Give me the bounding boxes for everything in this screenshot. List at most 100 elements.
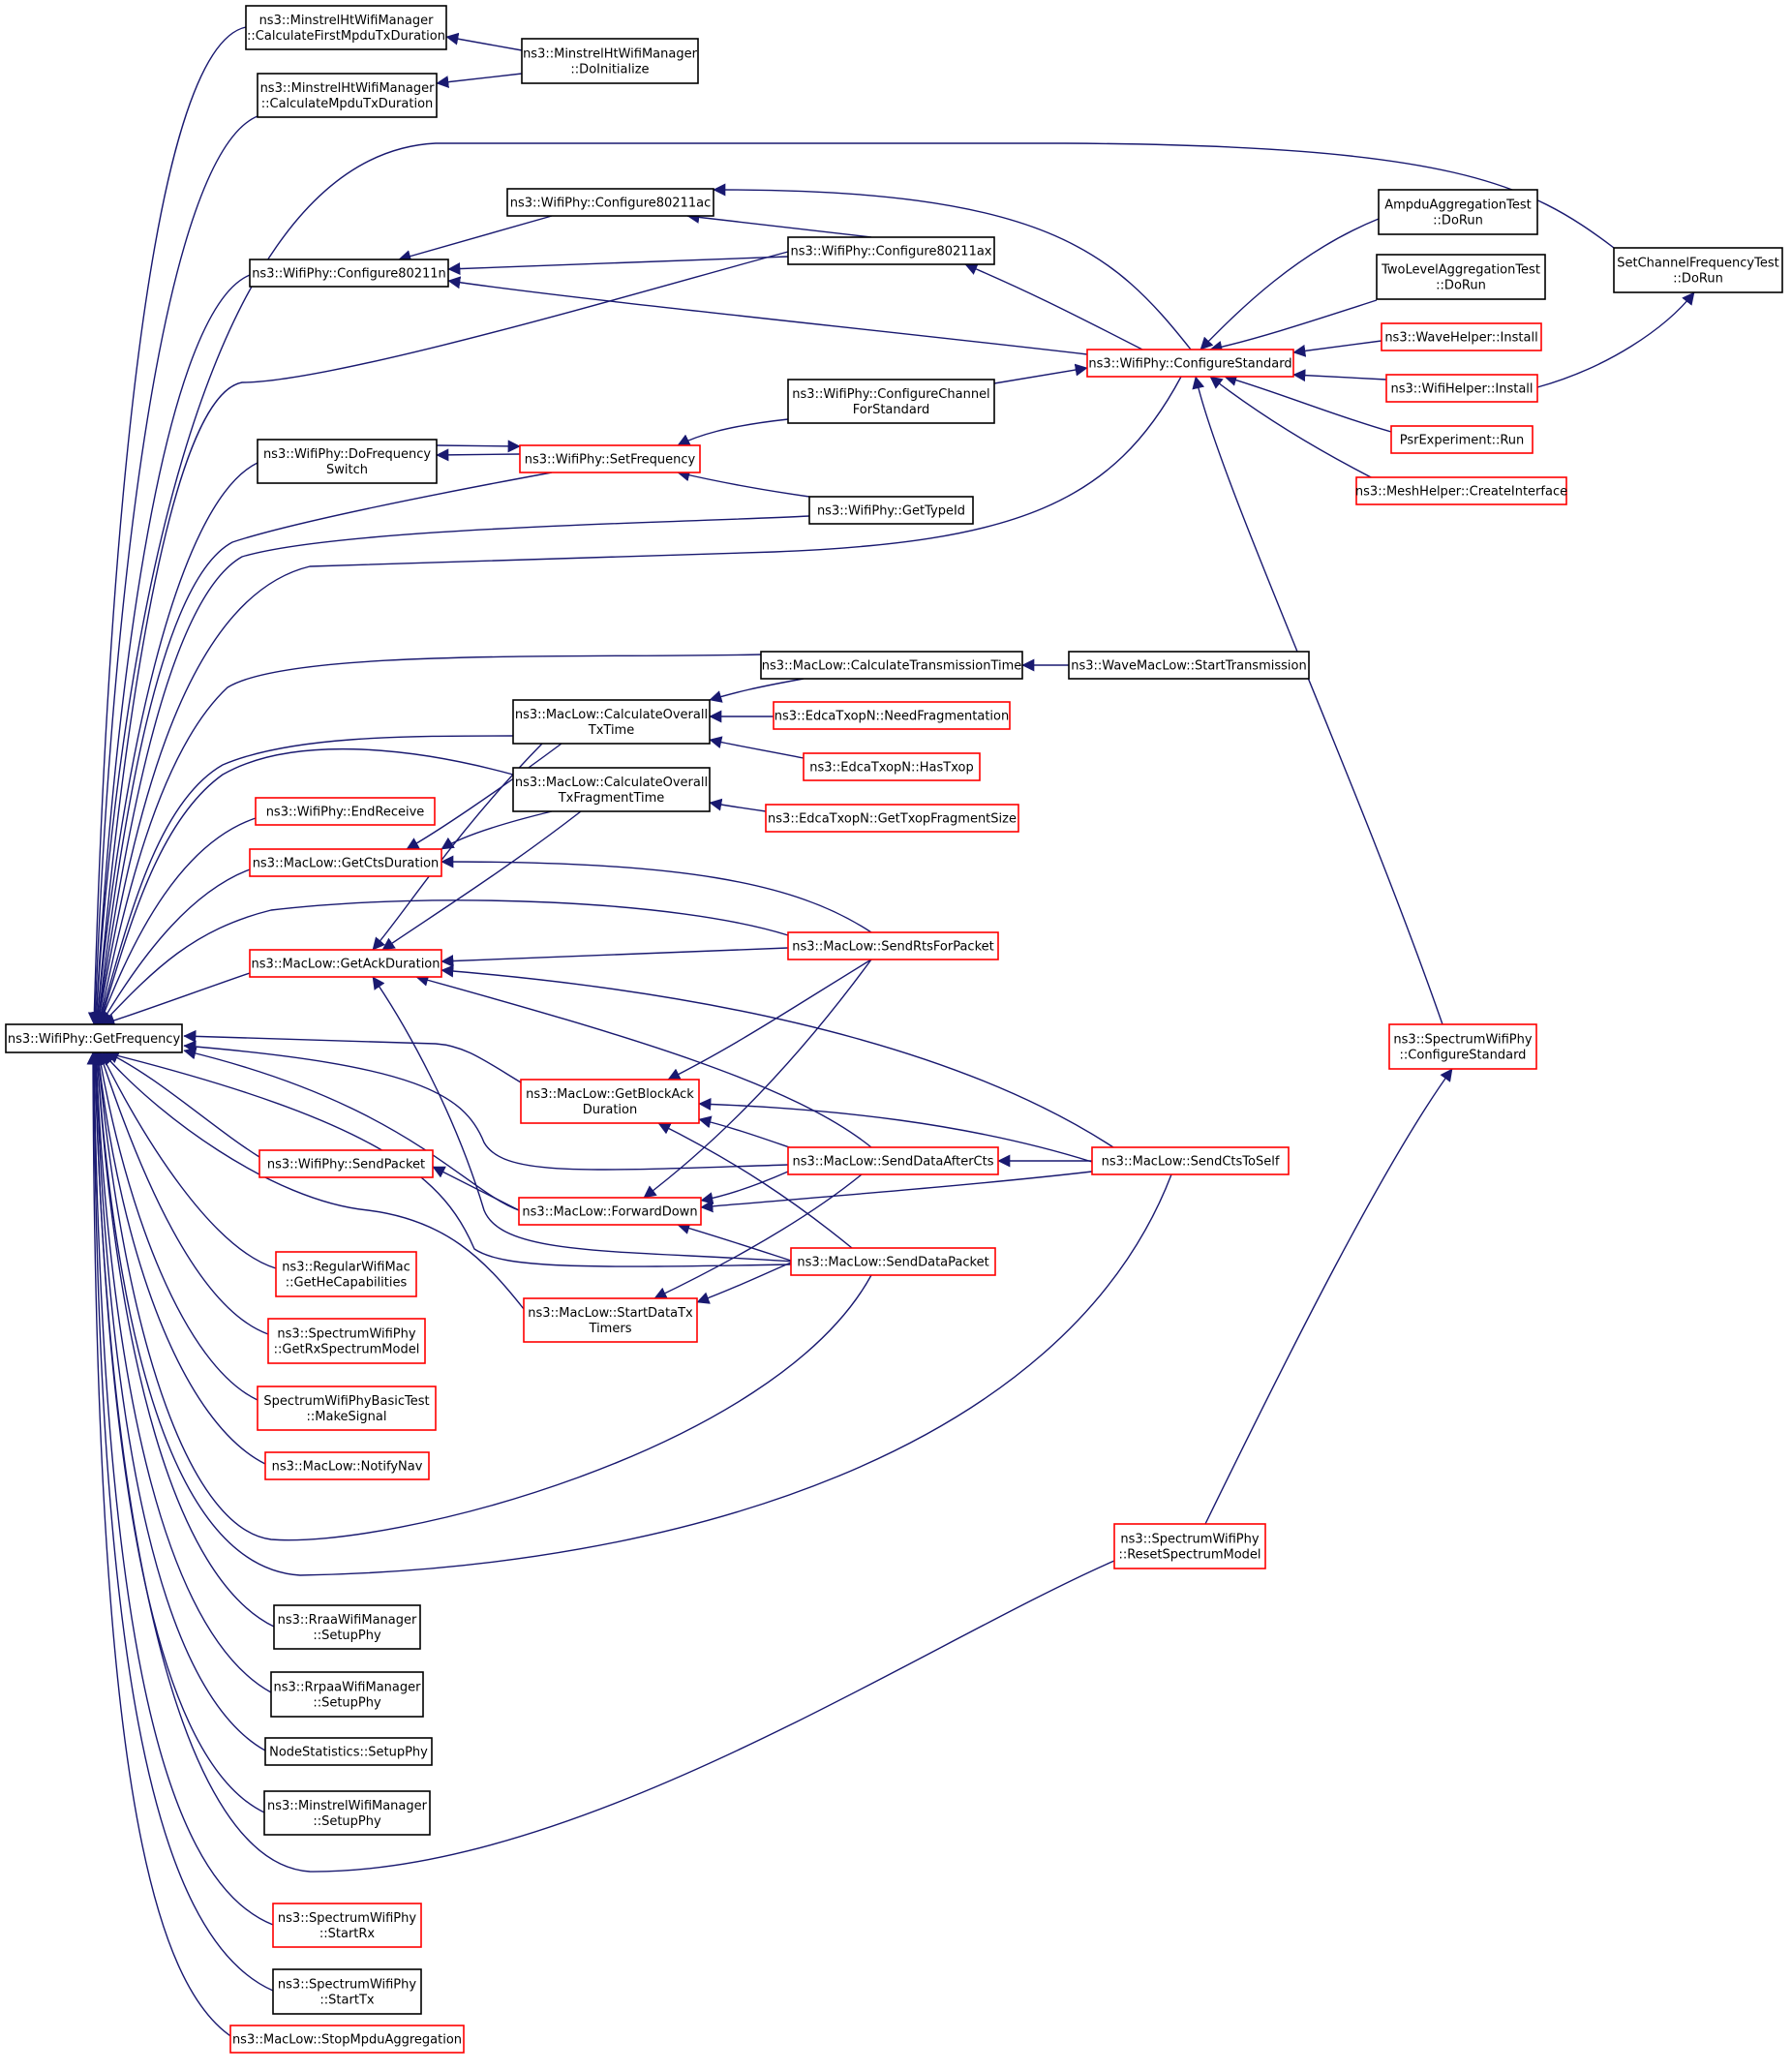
edge-line [667, 959, 872, 1081]
node-box [275, 1251, 417, 1297]
graph-node-send-cts-to-self[interactable]: ns3::MacLow::SendCtsToSelf [1091, 1146, 1290, 1175]
edge-getAck-to-root [102, 972, 251, 1027]
edge-line [709, 798, 767, 812]
node-label-line: ns3::WifiPhy::SendPacket [267, 1158, 425, 1173]
node-label-line: ns3::SpectrumWifiPhy [277, 1327, 415, 1342]
graph-node-need-frag[interactable]: ns3::EdcaTxopN::NeedFragmentation [773, 701, 1011, 730]
edge-line [86, 1051, 243, 2044]
edge-line [677, 1222, 792, 1262]
graph-node-get-rx-spectrum[interactable]: ns3::SpectrumWifiPhy::GetRxSpectrumModel [267, 1318, 426, 1364]
node-box [1385, 374, 1538, 403]
graph-node-mesh-create[interactable]: ns3::MeshHelper::CreateInterface [1355, 476, 1567, 505]
graph-node-cfg-channel[interactable]: ns3::WifiPhy::ConfigureChannelForStandar… [787, 379, 995, 424]
node-box [506, 188, 714, 217]
edge-sendRts-to-getAck [440, 947, 789, 968]
graph-node-spec-start-rx[interactable]: ns3::SpectrumWifiPhy::StartRx [272, 1903, 422, 1948]
edge-getTypeId-to-setFreq [677, 469, 810, 498]
edge-line [698, 1097, 1093, 1163]
graph-node-get-cts[interactable]: ns3::MacLow::GetCtsDuration [249, 848, 442, 877]
graph-node-make-signal[interactable]: SpectrumWifiPhyBasicTest::MakeSignal [257, 1386, 437, 1431]
edge-cfg80211ax-to-cfg80211ac [686, 210, 872, 238]
graph-node-cfg80211ax[interactable]: ns3::WifiPhy::Configure80211ax [787, 236, 995, 265]
graph-node-wave-install[interactable]: ns3::WaveHelper::Install [1381, 322, 1542, 351]
node-box [257, 439, 438, 484]
edge-line [102, 972, 251, 1027]
node-label-line: ns3::MacLow::SendDataPacket [797, 1256, 988, 1270]
graph-node-ampdu-test[interactable]: AmpduAggregationTest::DoRun [1378, 189, 1538, 235]
graph-node-mh-do-init[interactable]: ns3::MinstrelHtWifiManager::DoInitialize [521, 38, 699, 84]
edge-resetSpectrum-to-spectrumCfgStd [1204, 1068, 1453, 1525]
edge-line [93, 515, 810, 1025]
node-label-line: Duration [583, 1103, 637, 1117]
graph-node-cfg80211n[interactable]: ns3::WifiPhy::Configure80211n [249, 259, 449, 288]
edge-line [93, 376, 1182, 1025]
edge-cfg80211ax-to-root [91, 251, 789, 1025]
edge-line [104, 1049, 792, 1267]
graph-node-send-data-packet[interactable]: ns3::MacLow::SendDataPacket [790, 1247, 996, 1276]
node-box [272, 1903, 422, 1948]
node-label-line: TwoLevelAggregationTest [1381, 263, 1540, 278]
edge-sendDataAfterCts-to-root [183, 1040, 789, 1171]
graph-node-wave-start-tx[interactable]: ns3::WaveMacLow::StartTransmission [1068, 651, 1310, 680]
graph-node-send-rts[interactable]: ns3::MacLow::SendRtsForPacket [787, 931, 999, 960]
graph-node-notify-nav[interactable]: ns3::MacLow::NotifyNav [264, 1451, 430, 1480]
graph-node-spectrum-cfg-std[interactable]: ns3::SpectrumWifiPhy::ConfigureStandard [1388, 1023, 1537, 1070]
edge-resetSpectrum-to-root [88, 1051, 1115, 1873]
graph-node-scf-test[interactable]: SetChannelFrequencyTest::DoRun [1613, 247, 1783, 293]
edge-rraaSetup-to-root [91, 1051, 275, 1628]
graph-node-minstrel-setup[interactable]: ns3::MinstrelWifiManager::SetupPhy [263, 1790, 431, 1836]
graph-node-forward-down[interactable]: ns3::MacLow::ForwardDown [518, 1197, 702, 1226]
graph-node-rrpaa-setup[interactable]: ns3::RrpaaWifiManager::SetupPhy [270, 1671, 424, 1718]
graph-node-calc-overall-frag[interactable]: ns3::MacLow::CalculateOverallTxFragmentT… [512, 767, 711, 812]
node-box [760, 651, 1023, 680]
graph-node-mh-calc-mpdu[interactable]: ns3::MinstrelHtWifiManager::CalculateMpd… [257, 73, 438, 118]
edge-sendRts-to-getCts [440, 855, 872, 933]
graph-node-end-receive[interactable]: ns3::WifiPhy::EndReceive [255, 797, 436, 826]
graph-node-cfg80211ac[interactable]: ns3::WifiPhy::Configure80211ac [506, 188, 714, 217]
edge-line [709, 736, 805, 759]
graph-node-send-data-after-cts[interactable]: ns3::MacLow::SendDataAfterCts [787, 1146, 999, 1175]
node-box [787, 931, 999, 960]
graph-node-has-txop[interactable]: ns3::EdcaTxopN::HasTxop [803, 752, 981, 781]
graph-node-stop-mpdu[interactable]: ns3::MacLow::StopMpduAggregation [229, 2025, 465, 2054]
edge-line [88, 115, 258, 1025]
graph-node-rraa-setup[interactable]: ns3::RraaWifiManager::SetupPhy [273, 1604, 421, 1650]
graph-node-get-txop-frag[interactable]: ns3::EdcaTxopN::GetTxopFragmentSize [765, 804, 1019, 833]
edge-line [677, 469, 810, 498]
edge-line [1292, 369, 1387, 382]
node-label-line: ns3::MacLow::ForwardDown [522, 1205, 697, 1220]
node-label-line: ns3::MinstrelHtWifiManager [523, 47, 698, 62]
edge-line [183, 1040, 789, 1171]
graph-node-two-level-test[interactable]: TwoLevelAggregationTest::DoRun [1376, 254, 1546, 300]
graph-node-calc-tx-time[interactable]: ns3::MacLow::CalculateTransmissionTime [760, 651, 1023, 680]
graph-node-psr-run[interactable]: PsrExperiment::Run [1390, 425, 1534, 454]
node-label-line: ::ResetSpectrumModel [1118, 1548, 1260, 1563]
graph-node-mh-calc-first[interactable]: ns3::MinstrelHtWifiManager::CalculateFir… [245, 5, 447, 50]
edge-line [432, 1166, 520, 1211]
edge-doFreqSwitch-to-root [91, 462, 258, 1025]
graph-node-node-stats-setup[interactable]: NodeStatistics::SetupPhy [264, 1737, 433, 1766]
edge-line [90, 142, 1615, 1025]
edge-psrRun-to-cfgStd [1224, 374, 1392, 433]
graph-node-root[interactable]: ns3::WifiPhy::GetFrequency [5, 1023, 183, 1053]
graph-node-set-freq[interactable]: ns3::WifiPhy::SetFrequency [519, 444, 701, 473]
node-box [1355, 476, 1567, 505]
node-label-line: ::DoRun [1436, 279, 1486, 293]
graph-node-spec-start-tx[interactable]: ns3::SpectrumWifiPhy::StartTx [272, 1968, 422, 2015]
graph-node-get-type-id[interactable]: ns3::WifiPhy::GetTypeId [808, 496, 974, 525]
graph-node-wifi-install[interactable]: ns3::WifiHelper::Install [1385, 374, 1538, 403]
graph-node-reset-spectrum[interactable]: ns3::SpectrumWifiPhy::ResetSpectrumModel [1113, 1523, 1266, 1569]
graph-node-get-he-cap[interactable]: ns3::RegularWifiMac::GetHeCapabilities [275, 1251, 417, 1297]
graph-node-send-packet[interactable]: ns3::WifiPhy::SendPacket [258, 1149, 434, 1178]
edge-line [440, 855, 872, 933]
edge-startDataTx-to-root [102, 1051, 525, 1310]
graph-node-get-ack[interactable]: ns3::MacLow::GetAckDuration [249, 949, 442, 978]
edge-line [102, 1051, 525, 1310]
edge-wifiInstall-to-cfgStd [1292, 369, 1387, 382]
edge-sendRts-to-forwardDown [643, 959, 872, 1199]
graph-node-cfg-std[interactable]: ns3::WifiPhy::ConfigureStandard [1086, 349, 1294, 378]
